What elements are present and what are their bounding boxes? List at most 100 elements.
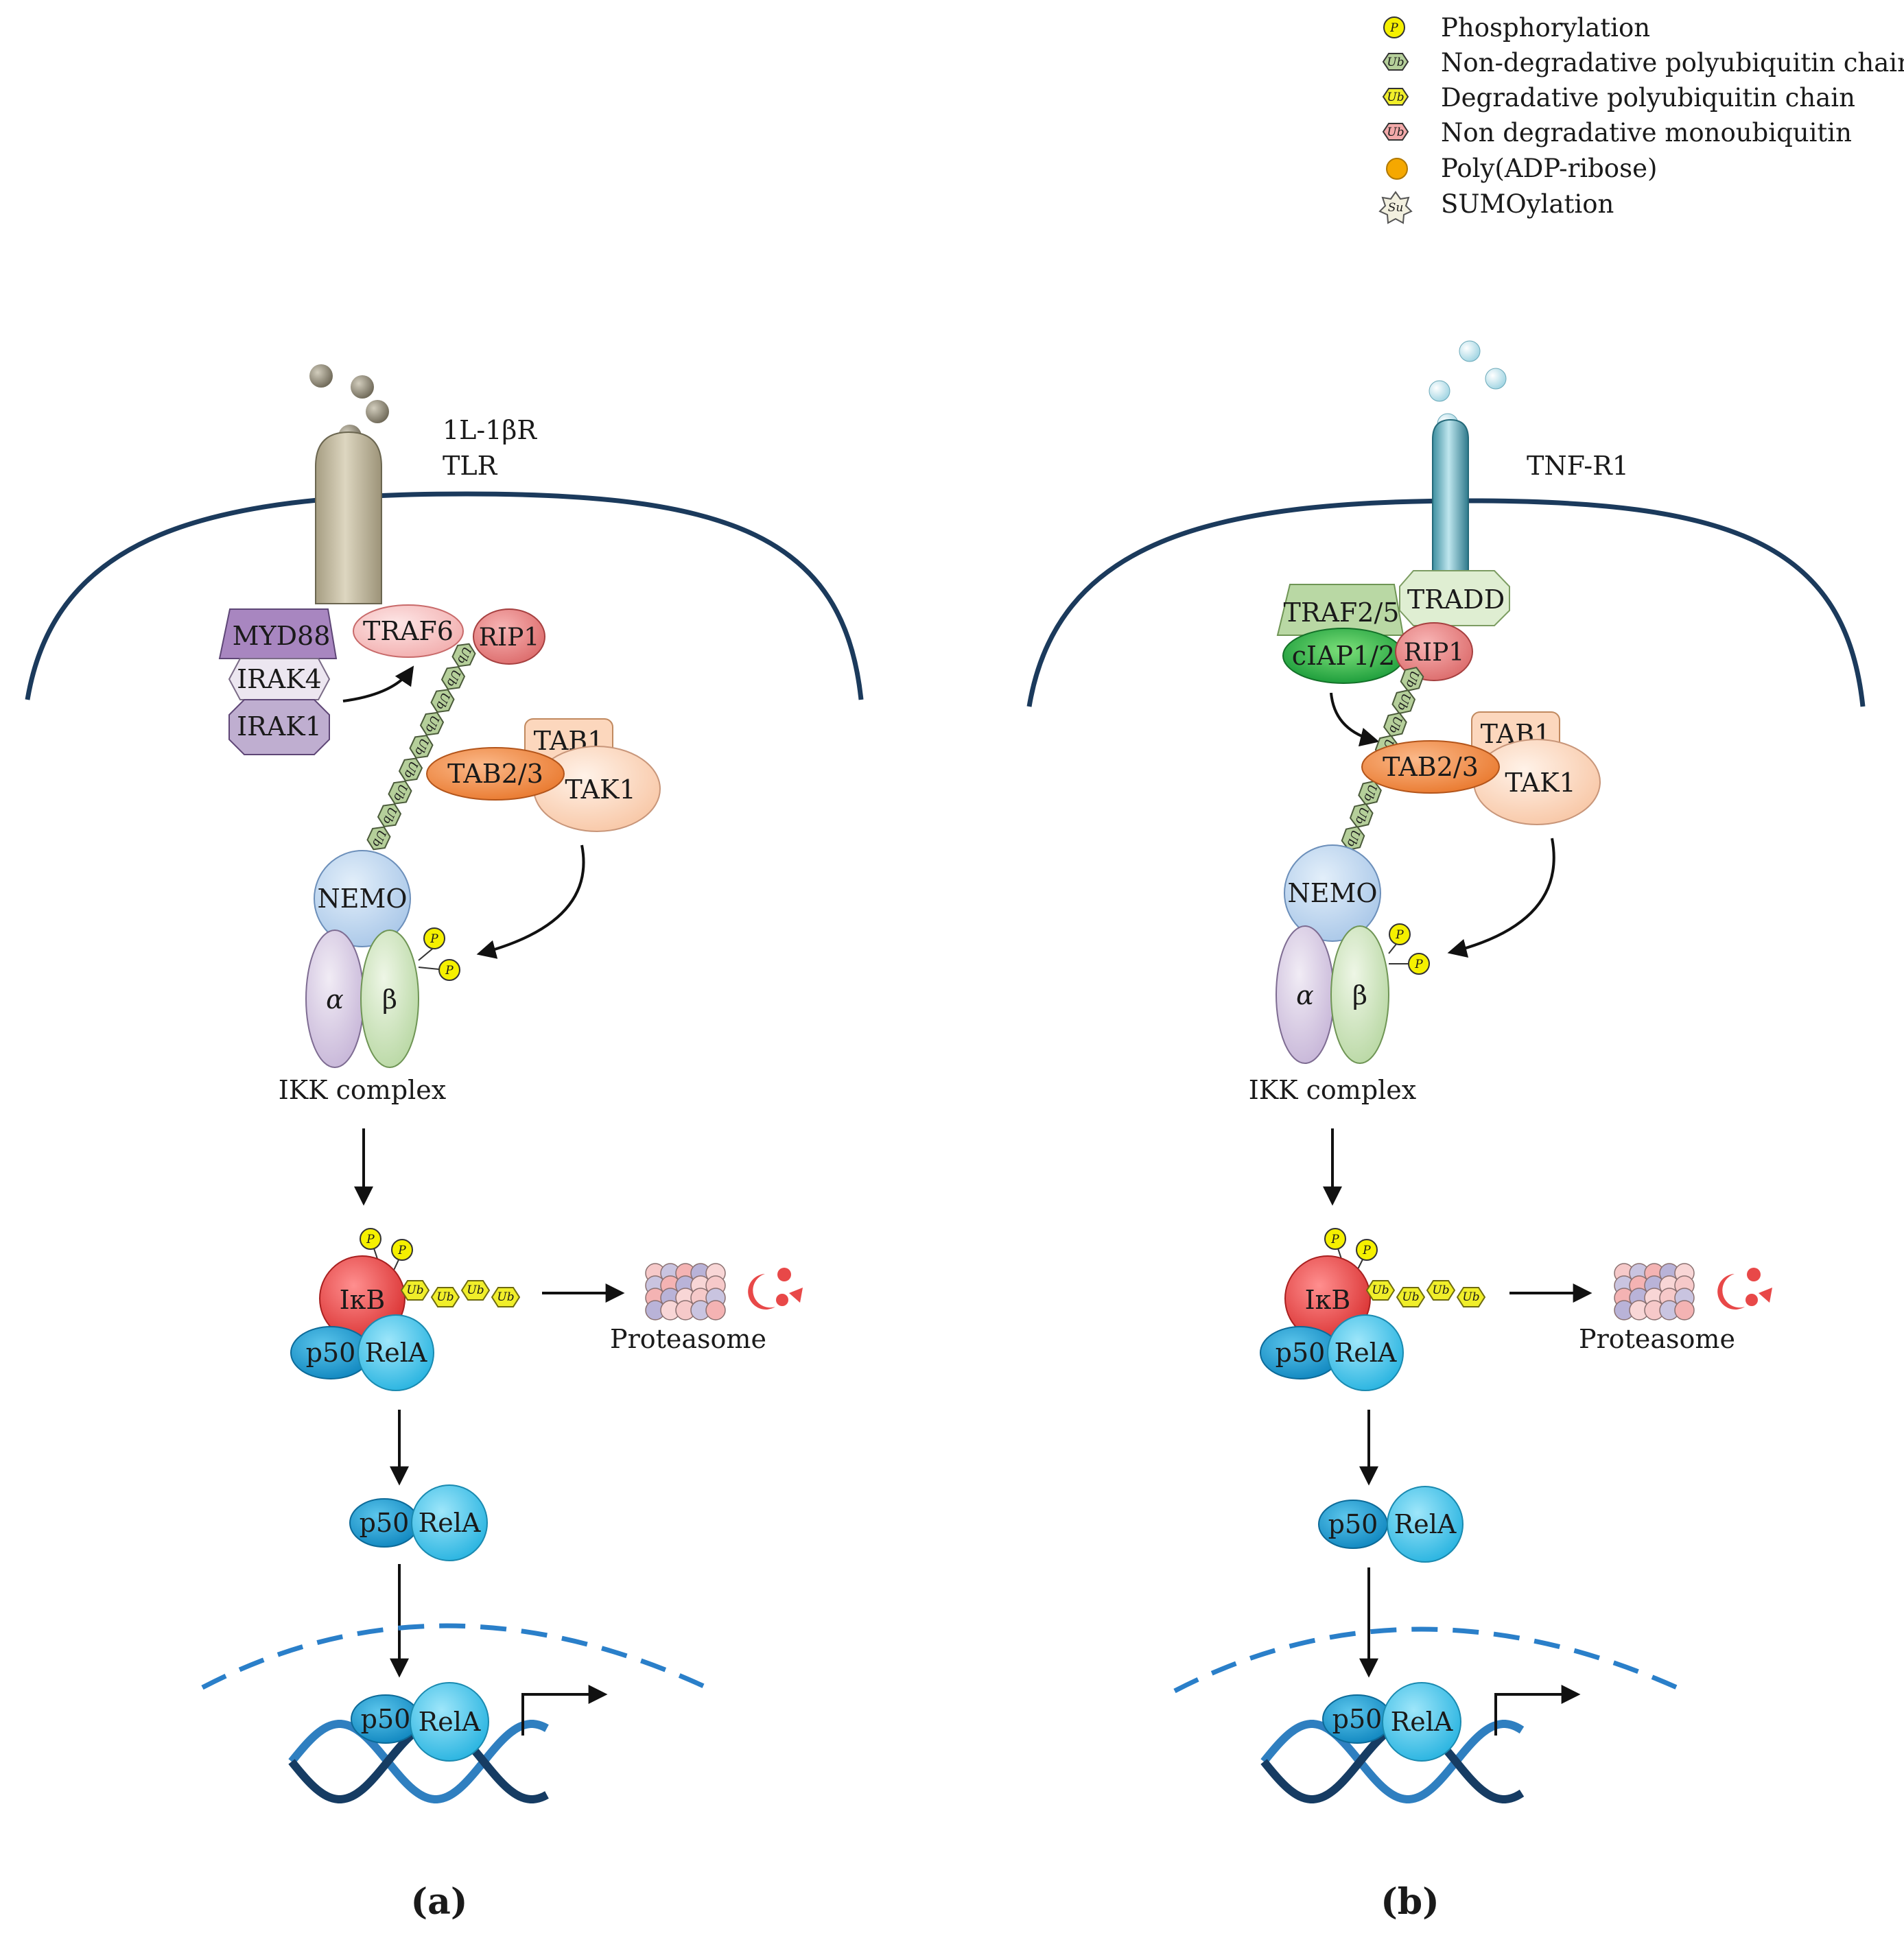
p50-b2-label: p50	[1328, 1509, 1378, 1539]
rela-b3-label: RelA	[1391, 1707, 1453, 1737]
proteasome-a	[645, 1263, 726, 1321]
cell-membrane-a	[25, 491, 864, 700]
ub-nondeg-icon: Ub	[1391, 689, 1416, 715]
transcription-arrow-a	[521, 1685, 608, 1736]
phospho-ikkb-1-b: P	[1389, 923, 1411, 945]
nemo-a	[314, 850, 411, 947]
arrow-irak-to-traf6	[342, 665, 414, 702]
nuclear-membrane-b	[1173, 1626, 1686, 1694]
ikk-beta-b-label: β	[1352, 980, 1367, 1010]
ub-deg-icon: Ub	[1426, 1280, 1456, 1301]
phospho-ikb-1-a: P	[360, 1228, 381, 1250]
tradd	[1399, 570, 1510, 626]
legend-label-nondeg-polyub: Non-degradative polyubiquitin chain	[1441, 48, 1904, 78]
tnfr1-receptor	[1432, 418, 1469, 584]
svg-text:Ub: Ub	[1432, 1283, 1449, 1297]
svg-text:P: P	[1330, 1233, 1339, 1246]
p50-b3-label: p50	[1332, 1704, 1383, 1734]
legend-nondeg-polyub-icon: Ub	[1382, 53, 1409, 71]
legend-phosphorylation-icon: P	[1383, 16, 1405, 38]
legend-label-phosphorylation: Phosphorylation	[1441, 13, 1650, 43]
ub-deg-icon: Ub	[400, 1280, 430, 1301]
ub-nondeg-icon: Ub	[1358, 780, 1382, 805]
ub-deg-icon: Ub	[430, 1287, 460, 1307]
ub-nondeg-icon: Ub	[388, 780, 412, 805]
ub-deg-icon: Ub	[460, 1280, 491, 1301]
legend-poly-adp-ribose-icon	[1386, 158, 1408, 180]
ikk-complex-b-label: IKK complex	[1249, 1075, 1416, 1105]
myd88-label: MYD88	[233, 621, 331, 651]
svg-text:P: P	[1362, 1244, 1371, 1257]
tradd-label: TRADD	[1407, 584, 1505, 615]
tnfr1-label: TNF-R1	[1527, 451, 1629, 481]
ub-nondeg-icon: Ub	[1341, 826, 1365, 851]
panel-b: TNF-R1 TRADD TRAF2/5 cIAP1/2 RIP1 UbUbUb…	[1026, 340, 1866, 1923]
rela-b2	[1387, 1486, 1464, 1563]
nemo-b	[1284, 844, 1381, 942]
ligand-particles-b	[1429, 340, 1507, 435]
ub-nondeg-icon: Ub	[366, 826, 391, 851]
rip1-b-label: RIP1	[1404, 639, 1464, 667]
ikb-b-label: IκB	[1305, 1285, 1351, 1315]
p50-a3-label: p50	[361, 1704, 411, 1734]
phospho-ikkb-2-a: P	[438, 959, 460, 981]
proteasome-b	[1614, 1263, 1695, 1321]
rela-a3-label: RelA	[419, 1707, 481, 1737]
ub-nondeg-icon: Ub	[440, 665, 466, 690]
phospho-ikkb-1-a: P	[423, 927, 445, 949]
legend-label-sumoylation: SUMOylation	[1441, 189, 1614, 219]
phospho-ikkb-2-b: P	[1408, 953, 1430, 975]
svg-text:Ub: Ub	[497, 1290, 514, 1304]
p50-b1-label: p50	[1276, 1338, 1326, 1368]
tak1-b-label: TAK1	[1505, 768, 1575, 798]
svg-text:Ub: Ub	[467, 1283, 484, 1297]
irak4	[228, 658, 331, 700]
traf25-label: TRAF2/5	[1284, 597, 1400, 628]
degraded-ikb-fragments-b	[1717, 1268, 1772, 1310]
panel-a-label: (a)	[411, 1881, 468, 1923]
arrow-ciap-to-chain	[1330, 692, 1380, 747]
svg-text:Ub: Ub	[1387, 126, 1404, 139]
irak1	[228, 699, 330, 755]
legend-nondeg-monoub-icon: Ub	[1382, 123, 1409, 141]
ub-nondeg-icon: Ub	[430, 689, 455, 713]
svg-text:Ub: Ub	[1372, 1283, 1389, 1297]
traf6-label: TRAF6	[363, 616, 454, 646]
tab23-a-label: TAB2/3	[447, 759, 543, 789]
myd88	[218, 608, 338, 659]
ub-nondeg-icon: Ub	[1400, 667, 1424, 691]
svg-text:Ub: Ub	[436, 1290, 454, 1304]
svg-text:Su: Su	[1388, 201, 1404, 215]
svg-text:P: P	[430, 932, 438, 946]
ub-deg-icon: Ub	[1396, 1287, 1426, 1307]
rip1-b	[1395, 622, 1473, 681]
rela-a3	[410, 1682, 489, 1762]
ikk-beta-b	[1330, 925, 1389, 1064]
legend-label-deg-polyub: Degradative polyubiquitin chain	[1441, 83, 1855, 113]
proteasome-b-label: Proteasome	[1579, 1324, 1735, 1354]
ub-nondeg-icon: Ub	[1383, 712, 1407, 737]
legend-label-poly-adp-ribose: Poly(ADP-ribose)	[1441, 154, 1657, 183]
rela-a1-label: RelA	[365, 1338, 427, 1368]
phospho-ikb-2-b: P	[1356, 1239, 1378, 1261]
svg-text:P: P	[1414, 958, 1423, 971]
tab23-b	[1361, 740, 1500, 794]
legend-deg-polyub-icon: Ub	[1382, 88, 1409, 106]
svg-text:P: P	[397, 1244, 406, 1257]
tab23-b-label: TAB2/3	[1383, 752, 1479, 782]
svg-text:Ub: Ub	[1402, 1290, 1419, 1304]
ikb-a-label: IκB	[340, 1285, 386, 1315]
receptor-label-1: 1L-1βR	[443, 415, 537, 445]
panel-a: 1L-1βR TLR MYD88 IRAK4 IRAK1 TRAF6 RIP1 …	[25, 364, 864, 1923]
tab23-a	[426, 747, 565, 801]
ikk-alpha-b-label: α	[1296, 980, 1314, 1010]
ciap12-label: cIAP1/2	[1292, 641, 1395, 671]
rela-b1	[1327, 1314, 1404, 1391]
ikk-beta-a-label: β	[382, 984, 397, 1015]
svg-text:P: P	[1389, 21, 1398, 35]
arrow-tak1-to-ikk-b	[1447, 838, 1555, 958]
nemo-a-label: NEMO	[317, 884, 407, 914]
